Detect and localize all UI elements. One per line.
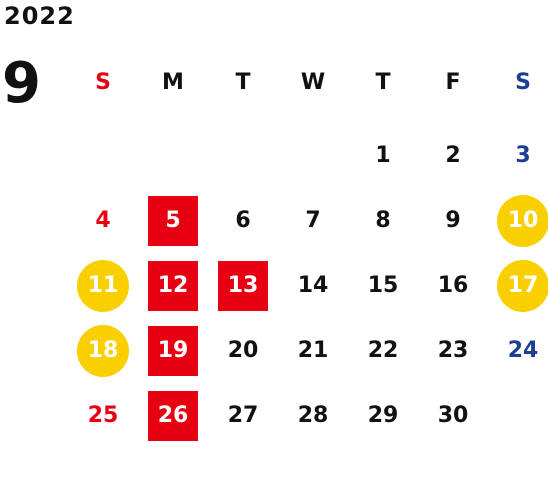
day-cell: 6 [208,188,278,253]
day-cell: 2 [418,123,488,188]
day-number: 25 [87,403,119,428]
day-cell: 22 [348,318,418,383]
day-number: 24 [507,338,539,363]
day-cell: 9 [418,188,488,253]
day-number: 8 [375,208,391,233]
weekday-header: S [95,69,111,95]
day-cell [68,123,138,188]
day-cell: 12 [138,253,208,318]
day-number: 29 [367,403,399,428]
day-number: 20 [227,338,259,363]
day-cell [208,123,278,188]
day-number: 1 [375,143,391,168]
day-cell: 25 [68,383,138,448]
day-marked-red: 13 [218,260,268,311]
weekday-header: T [375,69,391,95]
day-number: 16 [437,273,469,298]
day-cell: 15 [348,253,418,318]
day-number: 9 [445,208,461,233]
day-cell: 28 [278,383,348,448]
day-cell: 20 [208,318,278,383]
day-cell: 24 [488,318,548,383]
day-cell: 3 [488,123,548,188]
day-number: 23 [437,338,469,363]
day-marked-red: 12 [148,260,198,311]
day-number: 7 [305,208,321,233]
weekday-header: T [235,69,251,95]
day-number: 14 [297,273,329,298]
day-cell: 27 [208,383,278,448]
day-cell [138,123,208,188]
day-marked-yellow: 17 [497,259,548,312]
day-cell: 26 [138,383,208,448]
day-number: 6 [235,208,251,233]
day-number: 2 [445,143,461,168]
weekday-header: F [445,69,461,95]
day-number: 3 [515,143,531,168]
weekday-header: W [300,69,326,95]
year-label: 2022 [4,2,75,30]
day-cell: 21 [278,318,348,383]
day-number: 15 [367,273,399,298]
day-number: 4 [95,208,111,233]
day-cell [278,123,348,188]
day-cell: 7 [278,188,348,253]
day-cell: 16 [418,253,488,318]
day-cell [488,383,548,448]
weekday-header: S [515,69,531,95]
day-cell: 8 [348,188,418,253]
day-cell: 14 [278,253,348,318]
day-cell: 13 [208,253,278,318]
day-cell: 29 [348,383,418,448]
day-marked-yellow: 10 [497,194,548,247]
day-marked-yellow: 11 [77,259,129,312]
day-cell: 19 [138,318,208,383]
day-cell: 5 [138,188,208,253]
day-number: 22 [367,338,399,363]
day-marked-yellow: 18 [77,324,129,377]
day-cell: 1 [348,123,418,188]
day-cell: 10 [488,188,548,253]
day-number: 30 [437,403,469,428]
weekday-header: M [162,69,184,95]
day-marked-red: 19 [148,325,198,376]
day-cell: 23 [418,318,488,383]
day-cell: 18 [68,318,138,383]
day-number: 27 [227,403,259,428]
day-marked-red: 26 [148,390,198,441]
month-number: 9 [2,51,41,116]
day-cell: 4 [68,188,138,253]
day-cell: 11 [68,253,138,318]
day-number: 21 [297,338,329,363]
day-marked-red: 5 [148,195,198,246]
day-number: 28 [297,403,329,428]
day-cell: 30 [418,383,488,448]
day-cell: 17 [488,253,548,318]
